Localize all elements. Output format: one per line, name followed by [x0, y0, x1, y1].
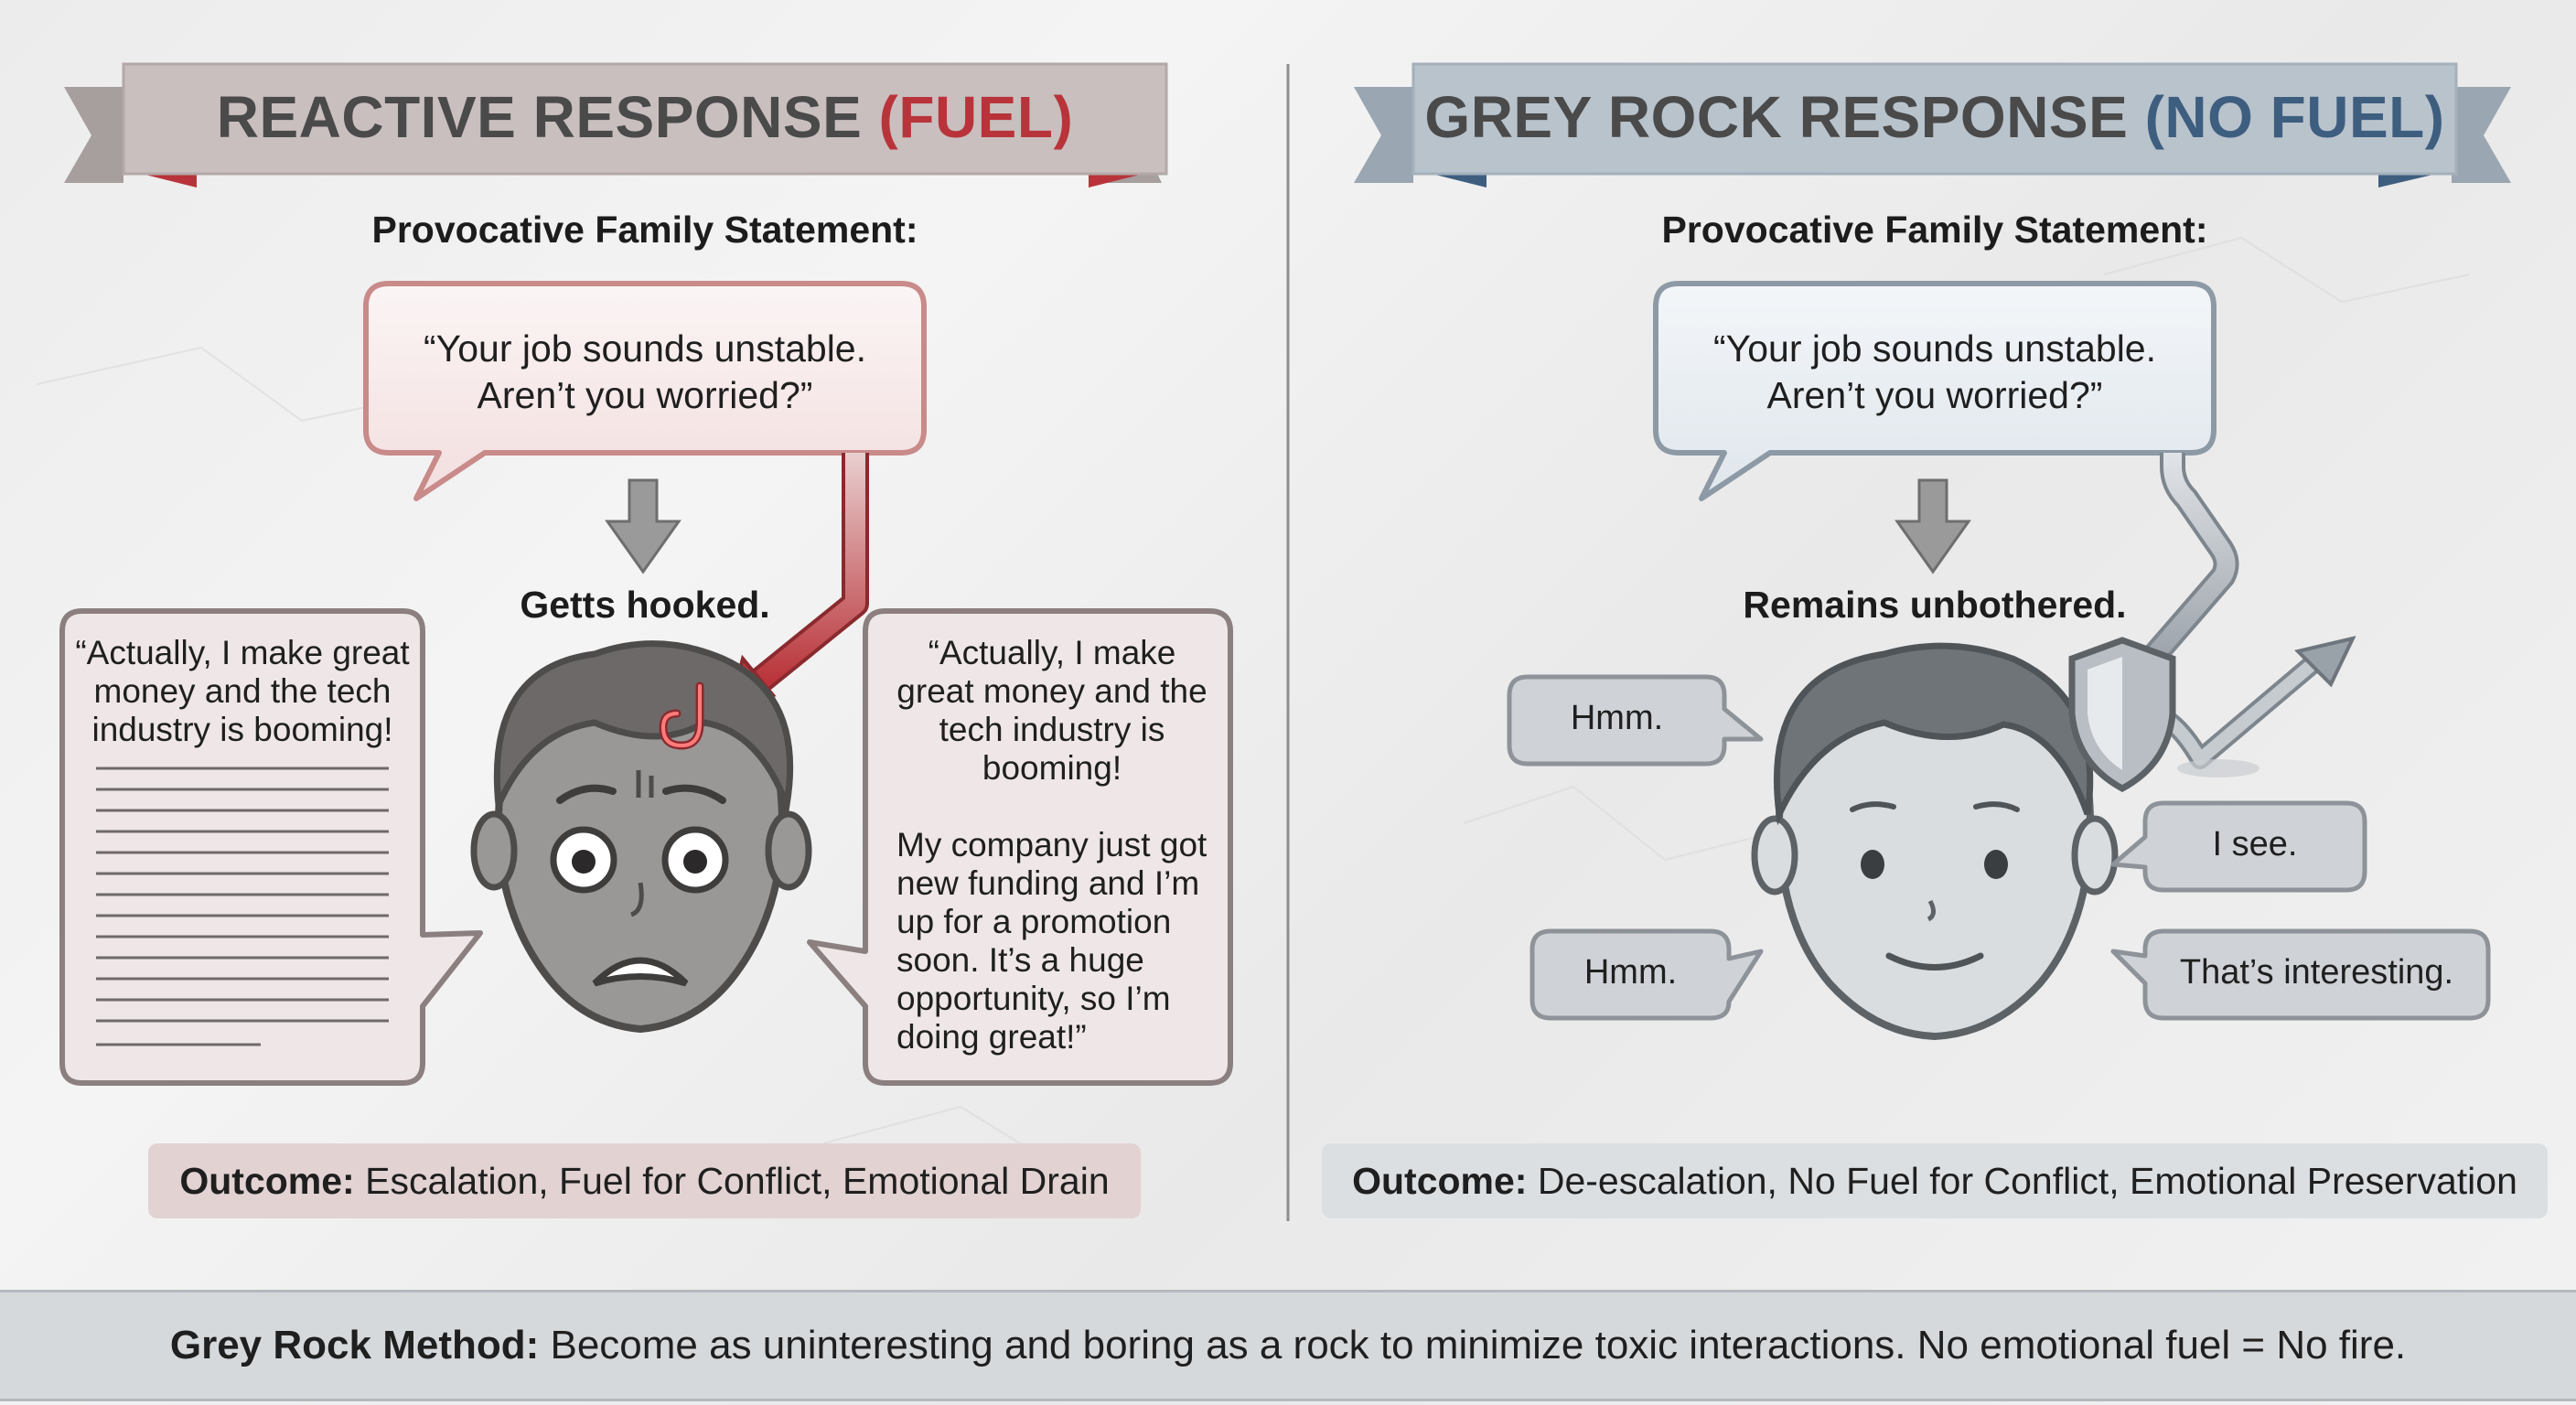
left-outcome: Outcome: Escalation, Fuel for Conflict, … — [148, 1143, 1141, 1218]
left-statement-line2: Aren’t you worried?” — [477, 374, 813, 416]
right-banner-prefix: GREY ROCK RESPONSE — [1424, 84, 2145, 150]
left-reply-text: “Actually, I make great money and the te… — [75, 634, 410, 748]
right-outcome: Outcome: De-escalation, No Fuel for Conf… — [1322, 1143, 2548, 1218]
left-statement-line1: “Your job sounds unstable. — [424, 327, 866, 370]
thats-interesting-text: That’s interesting. — [2179, 953, 2454, 992]
footer-label: Grey Rock Method: — [169, 1323, 540, 1367]
hmm-top-text: Hmm. — [1570, 699, 1664, 737]
hmm-bubble-bottom — [1530, 928, 1764, 1021]
right-outcome-label: Outcome: — [1352, 1160, 1528, 1202]
right-banner-accent: (NO FUEL) — [2144, 84, 2445, 150]
right-statement-line2: Aren’t you worried?” — [1766, 374, 2103, 416]
left-outcome-text: Escalation, Fuel for Conflict, Emotional… — [354, 1160, 1110, 1202]
left-outcome-label: Outcome: — [179, 1160, 355, 1202]
right-reply-text: “Actually, I make great money and the te… — [896, 634, 1208, 1056]
i-see-text: I see. — [2212, 825, 2298, 863]
right-statement-heading: Provocative Family Statement: — [1661, 209, 2208, 251]
left-statement-text: “Your job sounds unstable. Aren’t you wo… — [375, 326, 915, 419]
left-banner-title: REACTIVE RESPONSE (FUEL) — [123, 62, 1166, 172]
left-reply-bubble — [59, 608, 483, 1086]
right-banner — [1354, 62, 2511, 188]
left-statement-heading: Provocative Family Statement: — [371, 209, 918, 251]
hook-arrow — [727, 453, 869, 710]
left-reaction-label: Getts hooked. — [520, 584, 770, 626]
left-down-arrow — [605, 478, 682, 574]
right-statement-text: “Your job sounds unstable. Aren’t you wo… — [1665, 326, 2205, 419]
right-banner-title: GREY ROCK RESPONSE (NO FUEL) — [1413, 62, 2456, 172]
footer-banner: Grey Rock Method: Become as uninterestin… — [0, 1290, 2576, 1401]
thats-interesting-bubble — [2110, 928, 2491, 1021]
right-statement-line1: “Your job sounds unstable. — [1713, 327, 2156, 370]
left-banner — [64, 62, 1168, 188]
hmm-bubble-top — [1507, 674, 1764, 767]
fish-hook-icon — [659, 681, 704, 750]
left-banner-prefix: REACTIVE RESPONSE — [216, 84, 879, 150]
right-reply-bubble — [807, 608, 1233, 1086]
right-statement-bubble — [1653, 281, 2216, 501]
right-reply-paragraph-2: My company just got new funding and I’m … — [896, 826, 1208, 1056]
worried-face-icon — [470, 640, 812, 1034]
right-down-arrow — [1894, 478, 1971, 574]
right-outcome-text: De-escalation, No Fuel for Conflict, Emo… — [1527, 1160, 2517, 1202]
right-reply-paragraph-1: “Actually, I make great money and the te… — [896, 634, 1208, 787]
i-see-bubble — [2110, 800, 2367, 893]
shield-icon — [2068, 637, 2176, 792]
neutral-face-icon — [1751, 642, 2119, 1041]
left-statement-bubble — [363, 281, 927, 501]
footer-text: Become as uninteresting and boring as a … — [539, 1323, 2407, 1367]
right-reaction-label: Remains unbothered. — [1743, 584, 2127, 626]
hmm-bottom-text: Hmm. — [1583, 953, 1678, 992]
left-banner-accent: (FUEL) — [878, 84, 1074, 150]
